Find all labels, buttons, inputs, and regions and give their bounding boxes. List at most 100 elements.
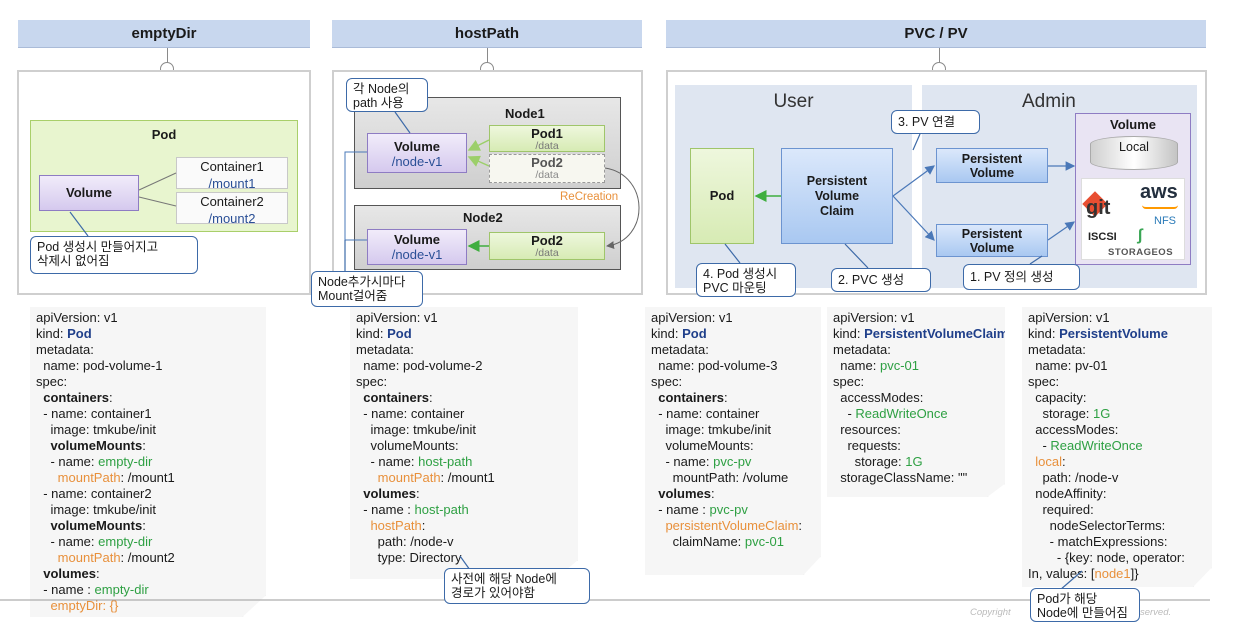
header-pvc-pv: PVC / PV — [666, 20, 1206, 48]
yaml-token: resources: — [833, 422, 901, 437]
yaml-token: name: pod-volume-3 — [651, 358, 778, 373]
yaml-token — [356, 518, 370, 533]
yaml-token — [36, 598, 50, 613]
yaml-token: pvc-01 — [744, 534, 784, 549]
header-emptydir: emptyDir — [18, 20, 310, 48]
node2-volume: Volume /node-v1 — [367, 229, 467, 265]
yaml-line: containers: — [356, 390, 572, 406]
yaml-token: volumes — [363, 486, 416, 501]
yaml-line: mountPath: /mount2 — [36, 550, 260, 566]
yaml-line: volumeMounts: — [651, 438, 815, 454]
yaml-line: spec: — [1028, 374, 1206, 390]
yaml-line: name: pv-01 — [1028, 358, 1206, 374]
yaml-token: : — [142, 518, 146, 533]
yaml-line: - name: empty-dir — [36, 534, 260, 550]
yaml-token: - name: — [36, 534, 99, 549]
pod1-path: /data — [535, 140, 559, 152]
yaml-token: image: tmkube/init — [36, 502, 156, 517]
node2-pod2-name: Pod2 — [531, 233, 563, 248]
yaml-token: - — [1028, 438, 1051, 453]
yaml-token — [36, 518, 50, 533]
yaml-token: - name: — [36, 454, 99, 469]
yaml-token: - matchExpressions: — [1028, 534, 1168, 549]
yaml-token: storage: — [1028, 406, 1094, 421]
yaml-token: path: /node-v — [356, 534, 454, 549]
yaml-line: apiVersion: v1 — [833, 310, 999, 326]
yaml-token: volumeMounts: — [651, 438, 754, 453]
yaml-token: volumeMounts: — [356, 438, 459, 453]
yaml-line: metadata: — [651, 342, 815, 358]
yaml-token: pvc-pv — [709, 502, 748, 517]
yaml-line: name: pod-volume-1 — [36, 358, 260, 374]
yaml-line: storageClassName: "" — [833, 470, 999, 486]
yaml-line: - name: pvc-pv — [651, 454, 815, 470]
yaml-line: metadata: — [356, 342, 572, 358]
yaml-line: kind: Pod — [356, 326, 572, 342]
pv-note: Pod가 해당 Node에 만들어짐 — [1030, 588, 1140, 622]
yaml-line: - name: container — [356, 406, 572, 422]
yaml-token: - name: container2 — [36, 486, 152, 501]
yaml-token: storage: — [833, 454, 906, 469]
yaml-line: capacity: — [1028, 390, 1206, 406]
yaml-line: kind: PersistentVolumeClaim — [833, 326, 1005, 342]
yaml-token: empty-dir — [98, 534, 153, 549]
yaml-token: name: pv-01 — [1028, 358, 1108, 373]
yaml-line: metadata: — [36, 342, 260, 358]
yaml-token: volumes — [658, 486, 711, 501]
git-logo-text: git — [1086, 197, 1111, 219]
yaml-line: kind: Pod — [36, 326, 260, 342]
recreation-label: ReCreation — [560, 191, 619, 203]
container1-path: /mount1 — [208, 176, 256, 191]
yaml-line: mountPath: /volume — [651, 470, 815, 486]
yaml-token: ReadWriteOnce — [855, 406, 948, 421]
yaml-token: In, values: [ — [1028, 566, 1095, 581]
yaml-token: apiVersion: v1 — [356, 310, 438, 325]
yaml-token: containers — [658, 390, 724, 405]
node1-pod2-name: Pod2 — [531, 155, 563, 170]
yaml-line: accessModes: — [833, 390, 999, 406]
yaml-token: local — [1035, 454, 1062, 469]
hostpath-callout-top: 각 Node의 path 사용 — [346, 78, 428, 112]
yaml-token: kind: — [833, 326, 865, 341]
yaml-line: type: Directory — [356, 550, 572, 566]
yaml-token: type: Directory — [356, 550, 462, 565]
local-label: Local — [1119, 140, 1149, 154]
container1-name: Container1 — [200, 159, 264, 174]
yaml-token: - — [833, 406, 856, 421]
pv-box-1: Persistent Volume — [936, 148, 1048, 183]
yaml-line: - name: container1 — [36, 406, 260, 422]
yaml-token: containers — [43, 390, 109, 405]
yaml-line: mountPath: /mount1 — [36, 470, 260, 486]
yaml-token: image: tmkube/init — [651, 422, 771, 437]
yaml-token: - name: container — [651, 406, 760, 421]
yaml-line: - name : pvc-pv — [651, 502, 815, 518]
yaml-token: claimName: — [651, 534, 745, 549]
yaml-line: storage: 1G — [1028, 406, 1206, 422]
yaml-token: - name : — [36, 582, 95, 597]
yaml-token: storageClassName: "" — [833, 470, 968, 485]
node1-pod2-path: /data — [535, 169, 559, 181]
yaml-token: apiVersion: v1 — [1028, 310, 1110, 325]
container2-name: Container2 — [200, 194, 264, 209]
yaml-token: : — [142, 438, 146, 453]
yaml-line: containers: — [36, 390, 260, 406]
yaml-token: required: — [1028, 502, 1094, 517]
yaml-line: - name : empty-dir — [36, 582, 260, 598]
yaml-token: name: — [833, 358, 880, 373]
yaml-line: - name: host-path — [356, 454, 572, 470]
emptydir-volume: Volume — [39, 175, 139, 211]
yaml-token: kind: — [651, 326, 683, 341]
yaml-token: Pod — [387, 326, 412, 341]
yaml-token: image: tmkube/init — [356, 422, 476, 437]
yaml-line: image: tmkube/init — [651, 422, 815, 438]
yaml-line: apiVersion: v1 — [1028, 310, 1206, 326]
yaml-token: name: pod-volume-1 — [36, 358, 163, 373]
yaml-line: - matchExpressions: — [1028, 534, 1206, 550]
yaml-line: local: — [1028, 454, 1206, 470]
yaml-token: Pod — [682, 326, 707, 341]
container2-box: Container2 /mount2 — [176, 192, 288, 226]
yaml-line: spec: — [356, 374, 572, 390]
yaml-line: image: tmkube/init — [36, 502, 260, 518]
